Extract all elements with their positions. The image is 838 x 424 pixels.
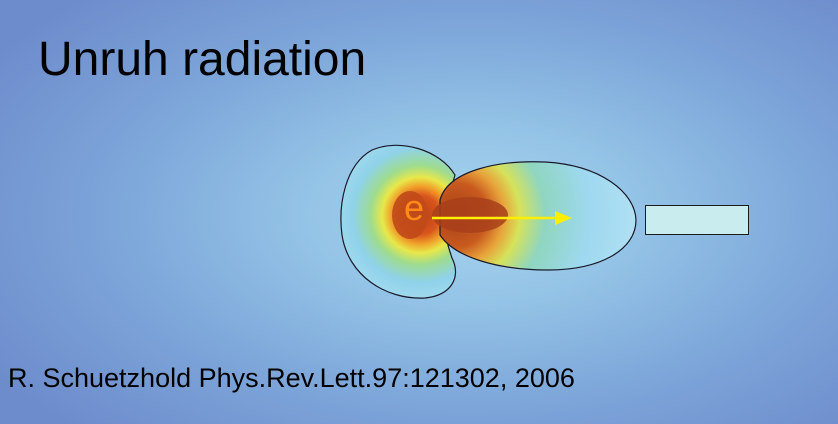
right-lobe-core — [432, 197, 508, 233]
detector-box — [645, 205, 749, 235]
left-lobe-core — [392, 191, 428, 239]
right-radiation-lobe — [439, 161, 637, 271]
citation-text: R. Schuetzhold Phys.Rev.Lett.97:121302, … — [8, 363, 575, 393]
slide-title: Unruh radiation — [38, 33, 367, 86]
electron-label: e — [404, 187, 425, 228]
acceleration-arrow-head — [555, 211, 572, 225]
electron-charge-label: - — [430, 178, 438, 205]
